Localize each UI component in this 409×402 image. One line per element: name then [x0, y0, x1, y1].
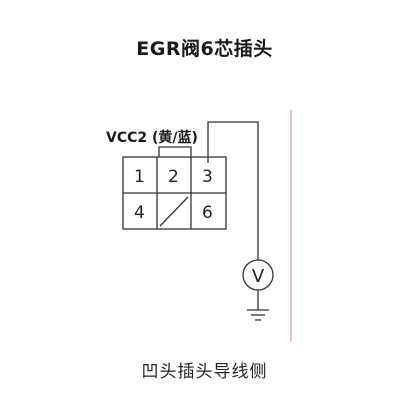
diagram-title: EGR阀6芯插头	[136, 38, 273, 60]
pin-2: 2	[168, 167, 179, 187]
voltmeter-symbol: V	[252, 266, 265, 287]
wire-label: VCC2 (黄/蓝)	[106, 129, 198, 146]
connector-6-pin	[122, 146, 227, 230]
connector-lock-tab	[158, 146, 192, 157]
pin-6: 6	[202, 203, 213, 223]
pin-4: 4	[134, 203, 145, 223]
ground-icon	[247, 309, 269, 321]
pin-3: 3	[202, 167, 213, 187]
pin-1: 1	[134, 167, 145, 187]
probe-wire	[207, 121, 259, 260]
empty-pin-slash	[159, 196, 189, 227]
diagram-caption: 凹头插头导线侧	[141, 362, 268, 382]
